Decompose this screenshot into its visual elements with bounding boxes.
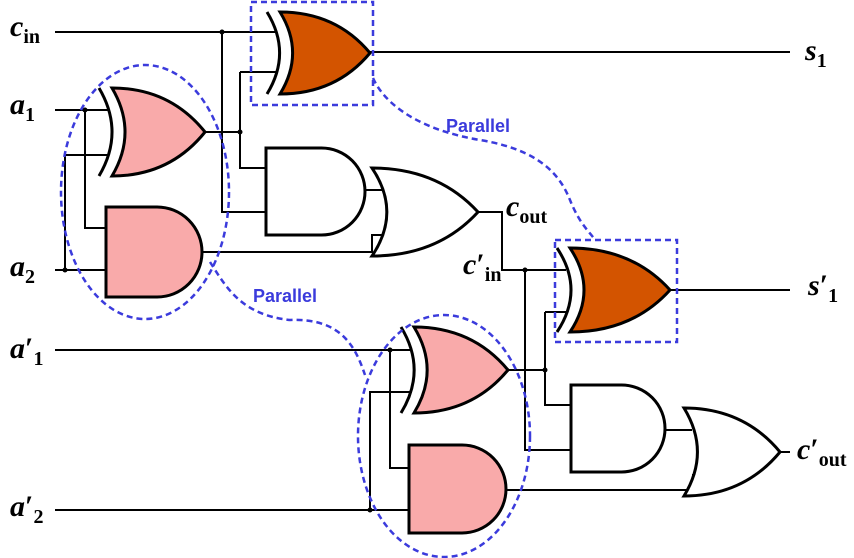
xor-gate-a1p-a2p	[411, 325, 510, 415]
junction-dot	[387, 347, 393, 353]
junction-dot	[522, 267, 528, 273]
xor-gate-a1p-a2p-input-curve	[399, 326, 416, 414]
and-gate-carry-2	[569, 383, 667, 474]
wire	[202, 234, 386, 253]
xor-gate-sum-1	[277, 10, 372, 96]
junction-dot	[542, 367, 548, 373]
wire	[369, 391, 412, 510]
wire	[239, 72, 266, 169]
label-c-in: cin	[10, 10, 40, 48]
label-s1-prime-prime: ′	[820, 269, 828, 302]
label-c-in-prime-subscript: in	[485, 264, 502, 286]
xor-gate-sum-1-prime	[567, 246, 673, 334]
label-a1-var: a	[10, 88, 25, 121]
label-c-out-subscript: out	[519, 206, 547, 228]
and-gate-a1p-a2p	[407, 443, 508, 535]
parallel-ellipse-bottom	[356, 313, 532, 558]
parallel-box-bottom	[553, 238, 679, 344]
label-a1: a1	[10, 88, 35, 126]
gates	[97, 10, 782, 535]
wire	[389, 350, 409, 469]
junction-dot	[82, 107, 88, 113]
xor-gate-sum-1-input-curve	[265, 11, 282, 95]
parallel-label-top: Parallel	[446, 116, 510, 136]
label-a2-prime: a′2	[10, 490, 43, 528]
label-c-out-prime-prime: ′	[810, 433, 818, 466]
label-c-out-prime: c′out	[797, 433, 847, 471]
label-c-out-prime-subscript: out	[819, 449, 847, 471]
label-a1-prime: a′1	[10, 332, 43, 370]
junction-dot	[237, 129, 243, 135]
label-c-in-subscript: in	[23, 26, 40, 48]
parallel-label-bottom: Parallel	[253, 286, 317, 306]
parallel-groupings: Parallel Parallel	[59, 0, 679, 558]
label-c-in-var: c	[10, 10, 23, 43]
label-a2-prime-var: a	[10, 490, 25, 523]
label-c-out-prime-var: c	[797, 433, 810, 466]
label-a2-prime-subscript: 2	[33, 506, 43, 528]
label-a2-var: a	[10, 250, 25, 283]
junctions	[62, 29, 548, 513]
wire	[506, 474, 701, 491]
and-gate-carry-1	[264, 146, 367, 237]
or-gate-cout-prime	[681, 406, 782, 498]
label-a1-prime-prime: ′	[25, 332, 33, 365]
label-c-out: cout	[506, 190, 547, 228]
parallel-link-bottom	[208, 261, 367, 376]
label-s1-prime-var: s	[807, 269, 820, 302]
xor-gate-sum-1-prime-input-curve	[555, 247, 573, 333]
label-c-in-prime-var: c	[463, 248, 476, 281]
label-a2-subscript: 2	[25, 266, 35, 288]
wire	[524, 270, 571, 451]
junction-dot	[219, 29, 225, 35]
wire	[478, 211, 566, 271]
parallel-box-top	[249, 0, 375, 107]
label-c-out-var: c	[506, 190, 519, 223]
junction-dot	[367, 507, 373, 513]
label-s1: s1	[804, 34, 827, 72]
label-a1-prime-subscript: 1	[33, 348, 43, 370]
junction-dot	[62, 267, 68, 273]
label-s1-prime-subscript: 1	[828, 285, 838, 307]
label-c-in-prime-prime: ′	[476, 248, 484, 281]
wire	[221, 32, 266, 213]
wire	[84, 110, 106, 229]
wire	[544, 312, 571, 406]
label-c-in-prime: c′in	[463, 248, 501, 286]
parallel-ellipse-top	[59, 63, 231, 321]
label-a2-prime-prime: ′	[25, 490, 33, 523]
label-a1-prime-var: a	[10, 332, 25, 365]
label-a2: a2	[10, 250, 35, 288]
label-a1-subscript: 1	[25, 104, 35, 126]
label-s1-var: s	[804, 34, 817, 67]
label-s1-prime: s′1	[807, 269, 838, 307]
parallel-link-top	[371, 77, 597, 241]
and-gate-a1-a2	[104, 205, 204, 299]
xor-gate-a1-a2-input-curve	[97, 87, 114, 177]
or-gate-cout	[369, 166, 481, 258]
xor-gate-a1-a2	[109, 86, 207, 178]
label-s1-subscript: 1	[817, 50, 827, 72]
